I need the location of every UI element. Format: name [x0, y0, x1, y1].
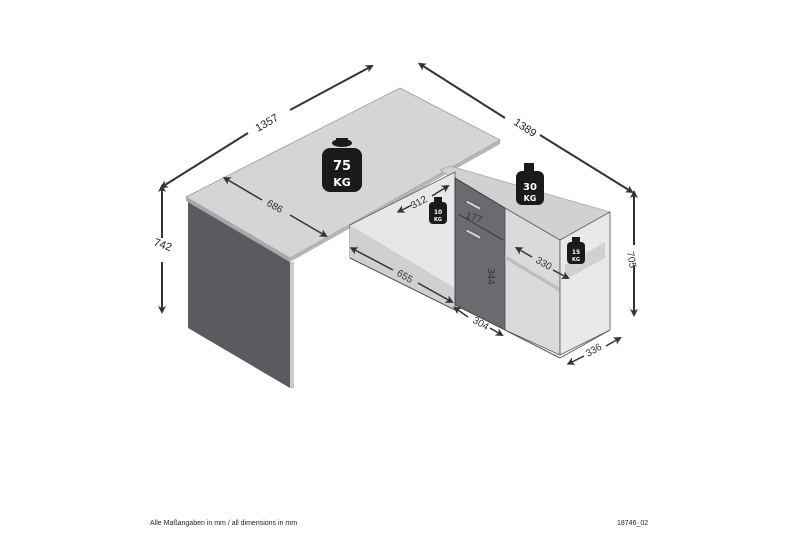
svg-text:KG: KG [572, 257, 580, 263]
dim-344: 344 [485, 268, 496, 285]
weight-icon-15kg: 15 KG [567, 237, 585, 264]
dim-1357: 1357 [254, 112, 281, 135]
svg-text:30: 30 [523, 182, 537, 193]
svg-text:15: 15 [572, 249, 580, 256]
svg-text:KG: KG [524, 194, 537, 203]
svg-text:KG: KG [434, 217, 442, 223]
dim-336: 336 [584, 342, 604, 360]
drawing-code: 18746_02 [617, 520, 649, 527]
weight-icon-75kg: 75 KG [322, 138, 362, 192]
svg-text:75: 75 [333, 159, 351, 174]
dimension-lines [158, 62, 638, 317]
dim-1389: 1389 [511, 116, 538, 139]
weight-icon-10kg: 10 KG [429, 197, 447, 224]
weight-icon-30kg: 30 KG [516, 163, 544, 205]
dim-705: 705 [624, 251, 638, 270]
inner-dimension-lines [222, 176, 622, 365]
svg-text:10: 10 [434, 209, 442, 216]
dim-742: 742 [152, 237, 173, 255]
dim-177: 177 [464, 210, 484, 226]
units-note: Alle Maßangaben in mm / all dimensions i… [150, 520, 298, 527]
svg-text:KG: KG [333, 176, 351, 189]
side-compartment [504, 207, 611, 359]
